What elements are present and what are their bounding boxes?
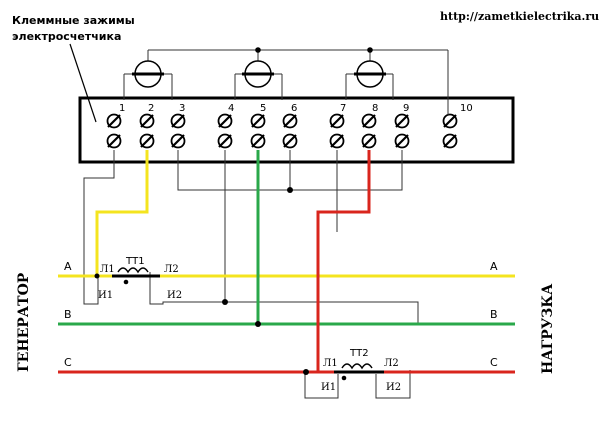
- terminal-block: [78, 96, 515, 164]
- terminal-number: 6: [291, 103, 297, 114]
- tt1-l2-label: Л2: [164, 264, 179, 275]
- terminal-6: 6: [282, 103, 298, 149]
- node-dot: [222, 299, 228, 305]
- terminal-number: 1: [119, 103, 125, 114]
- tt1-i1-label: И1: [98, 290, 113, 301]
- tt1-l1-label: Л1: [100, 264, 115, 275]
- callout-line: [69, 43, 97, 123]
- terminal-5: 5: [250, 103, 266, 149]
- phase-a-meter-wire: [95, 150, 149, 276]
- title-line-2: электросчетчика: [12, 30, 121, 43]
- generator-label: ГЕНЕРАТОР: [16, 272, 32, 372]
- phase-c-meter-wire: [316, 150, 371, 372]
- current-transformer-tt2: ТТ2 Л1 Л2 И1 И2: [321, 348, 401, 393]
- left-phase-a-label: A: [64, 260, 72, 273]
- right-phase-b-label: B: [490, 308, 498, 321]
- terminal-row: 1 2 3 4 5 6 7 8 9 10: [106, 103, 473, 149]
- left-phase-b-label: B: [64, 308, 72, 321]
- current-transformer-tt1: ТТ1 Л1 Л2 И1 И2: [98, 256, 182, 301]
- terminal-7: 7: [329, 103, 346, 149]
- terminal-4: 4: [217, 103, 234, 149]
- terminal-8: 8: [361, 103, 378, 149]
- tt2-l2-label: Л2: [384, 358, 399, 369]
- node-dot: [94, 273, 100, 279]
- terminal-number: 7: [340, 103, 346, 114]
- left-phase-c-label: C: [64, 356, 72, 369]
- site-url: http://zametkielectrika.ru: [440, 10, 599, 23]
- terminal-number: 8: [372, 103, 378, 114]
- tt2-l1-label: Л1: [323, 358, 338, 369]
- terminal-number: 4: [228, 103, 234, 114]
- title-line-1: Клеммные зажимы: [12, 14, 135, 27]
- terminal-9: 9: [394, 103, 410, 149]
- terminal-10: 10: [442, 103, 473, 149]
- tt2-i1-label: И1: [321, 382, 336, 393]
- terminal-1: 1: [106, 103, 125, 149]
- node-dot: [255, 321, 261, 327]
- right-phase-c-label: C: [490, 356, 498, 369]
- tt1-i2-label: И2: [167, 290, 182, 301]
- meter-coil-3: [354, 60, 386, 88]
- terminal-2: 2: [139, 103, 155, 149]
- node-dot: [287, 187, 293, 193]
- meter-top-wiring: [123, 49, 449, 115]
- right-phase-a-label: A: [490, 260, 498, 273]
- terminal-3: 3: [170, 103, 186, 149]
- meter-coil-1: [132, 60, 164, 88]
- terminal-number: 9: [403, 103, 409, 114]
- tt2-i2-label: И2: [386, 382, 401, 393]
- load-label: НАГРУЗКА: [540, 283, 556, 374]
- node-dot: [255, 47, 261, 53]
- node-dot: [303, 369, 309, 375]
- terminal-number: 3: [179, 103, 185, 114]
- terminal-number: 10: [460, 103, 473, 114]
- terminal-number: 5: [260, 103, 266, 114]
- node-dot: [367, 47, 373, 53]
- terminal-number: 2: [148, 103, 154, 114]
- tt2-name: ТТ2: [349, 348, 369, 359]
- tt1-name: ТТ1: [125, 256, 145, 267]
- meter-coil-2: [242, 60, 274, 88]
